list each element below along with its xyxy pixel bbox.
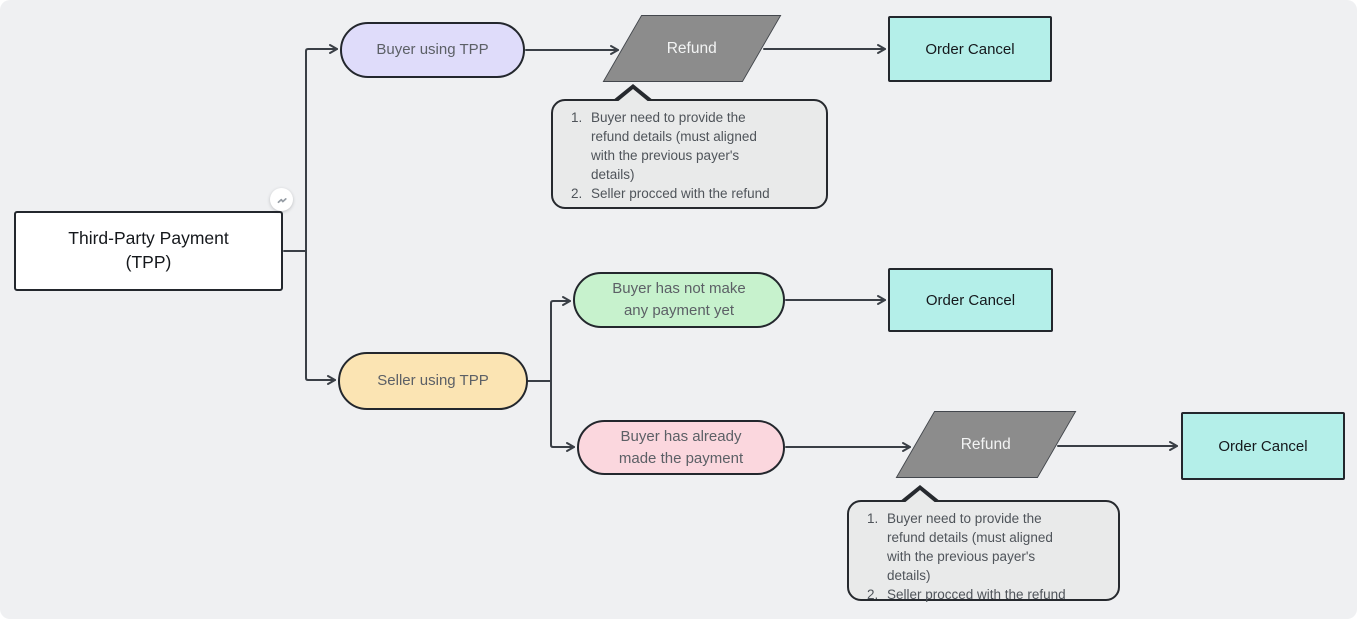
node-label: Buyer has not make any payment yet — [612, 280, 746, 319]
node-buyer-has-not-paid[interactable]: Buyer has not make any payment yet — [573, 272, 785, 328]
node-label: Seller using TPP — [377, 372, 489, 390]
node-label: Buyer has already made the payment — [618, 427, 744, 467]
node-label: Refund — [667, 39, 717, 57]
node-buyer-already-paid[interactable]: Buyer has already made the payment — [577, 420, 785, 475]
node-order-cancel-no-payment[interactable]: Order Cancel — [888, 268, 1053, 332]
refund-step-item: Buyer need to provide the refund details… — [882, 509, 1108, 585]
connector-seller-tpp-to-no-payment — [527, 296, 571, 382]
callout-refund-steps-seller-flow[interactable]: Buyer need to provide the refund details… — [847, 485, 1120, 604]
callout-refund-steps-buyer-flow[interactable]: Buyer need to provide the refund details… — [551, 84, 828, 209]
node-buyer-using-tpp[interactable]: Buyer using TPP — [340, 22, 525, 78]
connector-seller-tpp-to-paid — [550, 380, 575, 452]
node-label: Order Cancel — [1218, 437, 1308, 455]
refund-steps-list: Buyer need to provide the refund details… — [857, 509, 1108, 604]
node-label: Buyer using TPP — [376, 41, 489, 59]
node-label: Third-Party Payment (TPP) — [68, 228, 229, 272]
refund-step-item: Seller procced with the refund — [586, 184, 816, 203]
node-label: Order Cancel — [925, 291, 1016, 309]
node-label: Order Cancel — [925, 40, 1015, 58]
node-root-third-party-payment[interactable]: Third-Party Payment (TPP) — [14, 211, 283, 291]
node-order-cancel-buyer-flow[interactable]: Order Cancel — [888, 16, 1052, 82]
refund-steps-list: Buyer need to provide the refund details… — [561, 108, 816, 203]
refund-step-item: Buyer need to provide the refund details… — [586, 108, 816, 184]
node-order-cancel-refund-flow[interactable]: Order Cancel — [1181, 412, 1345, 480]
connector-root-to-seller-tpp — [305, 250, 336, 385]
connector-root-to-buyer-tpp — [283, 44, 338, 252]
node-seller-using-tpp[interactable]: Seller using TPP — [338, 352, 528, 410]
node-label: Refund — [961, 435, 1011, 453]
refund-step-item: Seller procced with the refund — [882, 585, 1108, 604]
node-status-badge[interactable] — [270, 188, 293, 211]
flow-connector-icon — [277, 197, 287, 203]
